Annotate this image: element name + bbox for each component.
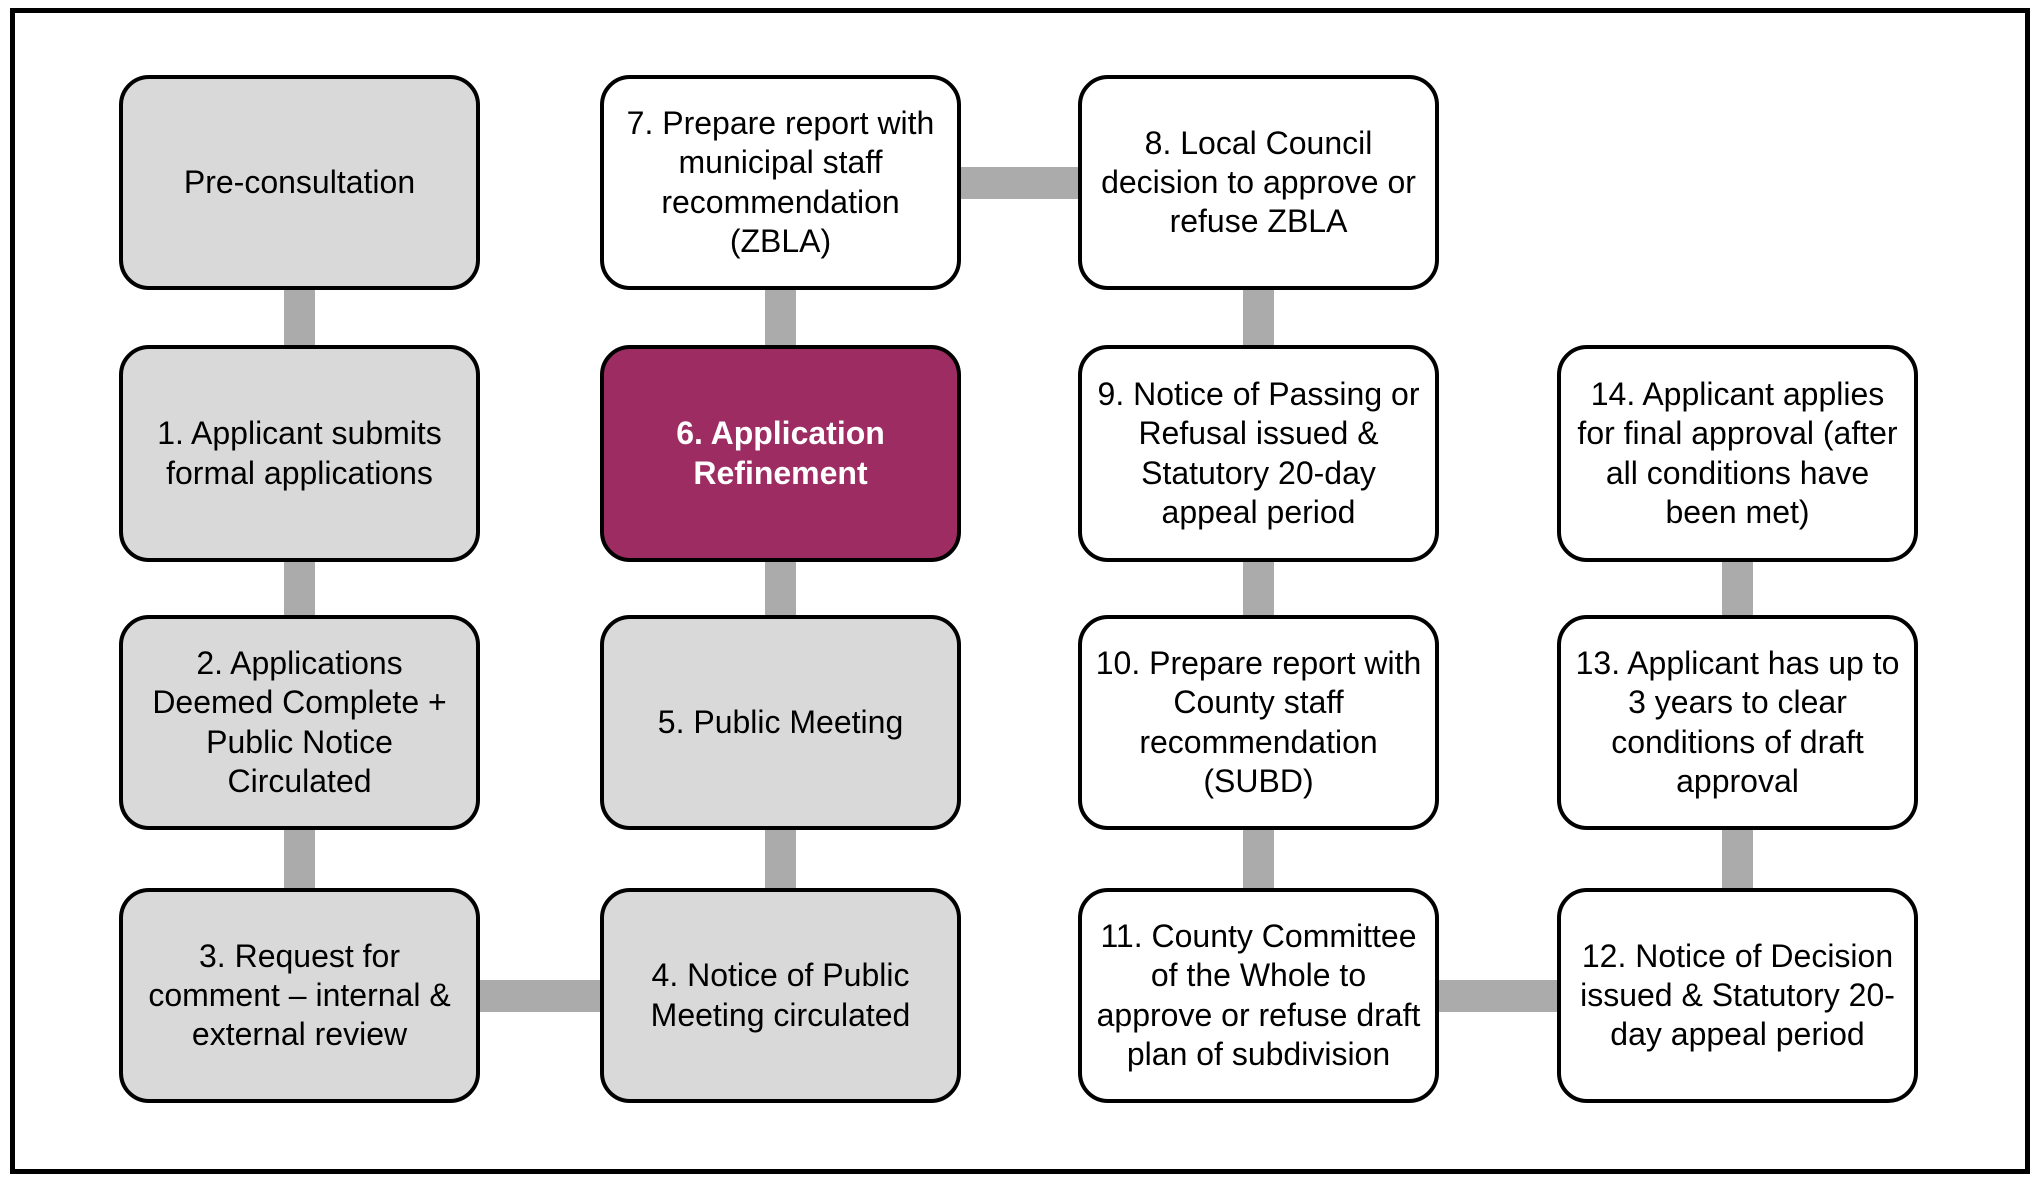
node-label: 2. Applications Deemed Complete + Public… [152, 645, 447, 799]
connector-2-to-3 [284, 820, 315, 898]
node-label: 8. Local Council decision to approve or … [1101, 124, 1416, 240]
node-label: Pre-consultation [183, 163, 416, 200]
node-label: 7. Prepare report with municipal staff r… [626, 105, 935, 259]
node-label: 6. Application Refinement [676, 415, 885, 491]
connector-3-to-4 [470, 980, 610, 1012]
node-label: 11. County Committee of the Whole to app… [1096, 918, 1421, 1072]
connector-8-to-9 [1243, 280, 1274, 355]
node-9-notice-of-passing: 9. Notice of Passing or Refusal issued &… [1078, 345, 1439, 562]
node-pre-consultation: Pre-consultation [119, 75, 480, 290]
connector-9-to-10 [1243, 552, 1274, 625]
node-3-request-for-comment: 3. Request for comment – internal & exte… [119, 888, 480, 1103]
node-label: 9. Notice of Passing or Refusal issued &… [1097, 376, 1420, 530]
connector-6-to-5 [765, 552, 796, 625]
connector-14-to-13 [1722, 552, 1753, 625]
connector-11-to-12 [1429, 980, 1567, 1012]
node-label: 3. Request for comment – internal & exte… [148, 937, 451, 1053]
connector-13-to-12 [1722, 820, 1753, 898]
node-14-final-approval: 14. Applicant applies for final approval… [1557, 345, 1918, 562]
node-label: 1. Applicant submits formal applications [157, 415, 442, 491]
node-label: 4. Notice of Public Meeting circulated [650, 957, 911, 1033]
node-13-clear-conditions: 13. Applicant has up to 3 years to clear… [1557, 615, 1918, 830]
connector-7-to-6 [765, 280, 796, 355]
node-5-public-meeting: 5. Public Meeting [600, 615, 961, 830]
connector-7-to-8 [951, 167, 1088, 199]
connector-1-to-2 [284, 552, 315, 625]
node-label: 12. Notice of Decision issued & Statutor… [1580, 937, 1895, 1053]
node-label: 10. Prepare report with County staff rec… [1095, 645, 1422, 799]
node-2-applications-complete: 2. Applications Deemed Complete + Public… [119, 615, 480, 830]
node-label: 5. Public Meeting [657, 703, 904, 740]
node-8-council-decision: 8. Local Council decision to approve or … [1078, 75, 1439, 290]
node-11-county-committee: 11. County Committee of the Whole to app… [1078, 888, 1439, 1103]
diagram-border [10, 8, 2030, 1174]
node-1-formal-applications: 1. Applicant submits formal applications [119, 345, 480, 562]
connector-10-to-11 [1243, 820, 1274, 898]
node-12-notice-of-decision: 12. Notice of Decision issued & Statutor… [1557, 888, 1918, 1103]
connector-5-to-4 [765, 820, 796, 898]
node-label: 13. Applicant has up to 3 years to clear… [1575, 645, 1900, 799]
node-7-municipal-staff-report: 7. Prepare report with municipal staff r… [600, 75, 961, 290]
node-10-county-staff-report: 10. Prepare report with County staff rec… [1078, 615, 1439, 830]
connector-pre-to-1 [284, 280, 315, 355]
node-label: 14. Applicant applies for final approval… [1577, 376, 1898, 530]
node-6-application-refinement: 6. Application Refinement [600, 345, 961, 562]
node-4-notice-circulated: 4. Notice of Public Meeting circulated [600, 888, 961, 1103]
